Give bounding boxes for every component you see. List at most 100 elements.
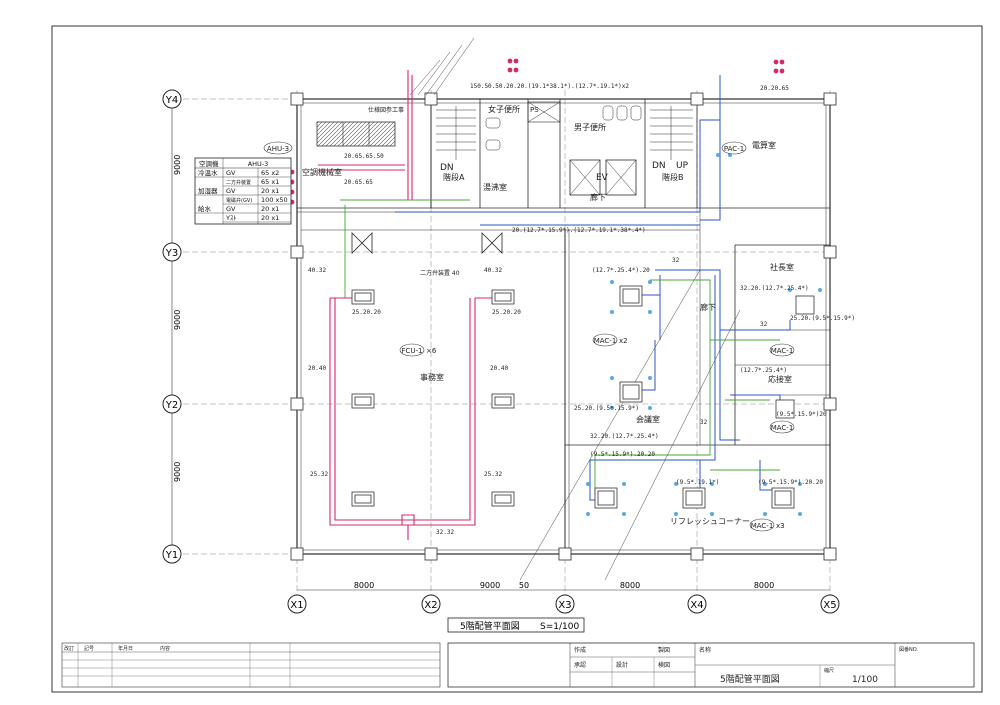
room-refresh: リフレッシュコーナー	[670, 517, 750, 526]
room-womens-wc: 女子便所	[488, 104, 520, 114]
title-block-sakusei: 作成	[574, 646, 586, 654]
pipe-label-ref-b: (9.5*.19.1*)	[676, 479, 719, 486]
fcu-units	[351, 285, 815, 509]
pipe-label-fcu-r1: 25.20.20	[492, 309, 521, 316]
stair-b-up: UP	[676, 161, 689, 171]
equipment-schedule: 空調機 AHU-3 冷温水 GV 65 x2 二方弁装置 65 x1 加湿器 G…	[194, 157, 292, 225]
schedule-header-label: 空調機	[199, 159, 219, 168]
pipe-label-ref-c: (9.5*.15.9*).20.20	[758, 479, 823, 486]
room-mech-room: 空調機械室	[302, 167, 342, 177]
room-reception: 応接室	[768, 374, 792, 384]
schedule-r6-c2: Yｽﾄ	[225, 214, 236, 222]
tag-mac-a: MAC-1	[771, 347, 794, 355]
pipe-label-r-low: 25.32	[484, 471, 502, 478]
schedule-r5-c2: GV	[226, 205, 236, 213]
grid-col-labels: X1 X2 X3 X4 X5 8000 9000 50 8000 8000	[287, 581, 840, 614]
pipe-label-recep: (12.7*.25.4*)	[740, 367, 787, 374]
schedule-r2-c3: 65 x1	[261, 178, 279, 186]
diffusers	[351, 232, 503, 254]
revision-label: 改訂	[64, 645, 74, 652]
room-corridor-2: 廊下	[700, 302, 716, 312]
grid-bubble-y2: Y2	[162, 394, 182, 414]
row-dim-1: 9000	[173, 155, 182, 175]
room-elec: 電算室	[752, 140, 776, 150]
schedule-r1-c3: 65 x2	[261, 169, 279, 177]
revision-col-date: 年月日	[118, 645, 133, 652]
equipment-tags: AHU-3 PAC-1 FCU-1 ×6 MAC-1 x2 MAC-1 MAC-…	[263, 141, 795, 532]
title-block: 作成 承認 設計 検図 製図 名称 縮尺 図番NO. 5階配管平面図 1/100	[447, 642, 975, 688]
grid-bubble-x1: X1	[287, 594, 307, 614]
drawing-name: 5階配管平面図	[720, 673, 780, 685]
grid-label-x5: X5	[823, 600, 836, 611]
grid-bubble-y1: Y1	[162, 544, 182, 564]
duct-work-note: 仕様図参工事	[368, 106, 404, 114]
pipe-label-bottom: 32.32	[436, 529, 454, 536]
schedule-r3-c2: GV	[226, 187, 236, 195]
plan-title-scale: S=1/100	[540, 622, 579, 632]
room-stair-b: 階段B	[662, 172, 684, 182]
schedule-r5-c1: 給水	[198, 204, 212, 213]
room-corridor-1: 廊下	[590, 192, 606, 202]
tag-mac-refresh-qty: x3	[776, 522, 785, 530]
pipe-label-mech-b: 20.65.65	[344, 179, 373, 186]
title-block-seizu: 製図	[658, 646, 670, 654]
grid-bubble-x5: X5	[820, 594, 840, 614]
pipe-label-fcu-l1: 25.20.20	[352, 309, 381, 316]
pipe-label-pres-32: 32	[760, 321, 768, 328]
ahu-unit	[316, 121, 396, 147]
grid-bubble-x3: X3	[555, 594, 575, 614]
pipe-label-office-right-top: 40.32	[484, 267, 502, 274]
tag-mac-main-qty: x2	[619, 337, 628, 345]
pipe-label-top-main: 150.50.50.20.20.(19.1*38.1*).(12.7*.19.1…	[470, 83, 629, 90]
grid-label-y4: Y4	[165, 95, 178, 106]
tag-fcu: FCU-1	[401, 347, 422, 355]
row-dim-2: 9000	[173, 310, 182, 330]
pipe-label-pres-a: 32.20.(12.7*.25.4*)	[740, 285, 809, 292]
pipe-label-ref-a: (9.5*.15.9*).20.20	[590, 451, 655, 458]
plan-title: 5階配管平面図 S=1/100	[447, 617, 585, 633]
leader-lines	[409, 37, 741, 581]
schedule-r1-c2: GV	[226, 169, 236, 177]
grid-bubble-y4: Y4	[162, 89, 182, 109]
grid-bubble-x4: X4	[687, 594, 707, 614]
grid-label-y2: Y2	[165, 400, 178, 411]
room-labels: 空調機械室 事務室 女子便所 男子便所 階段A 階段B DN DN UP EV …	[302, 104, 794, 526]
title-block-kenzu: 検図	[658, 661, 670, 669]
pipe-label-meet: 25.20.(9.5*.15.9*)	[574, 405, 639, 412]
grid-label-x4: X4	[690, 600, 703, 611]
dim-x1-x2: 8000	[354, 581, 374, 590]
pipe-label-top-right: 20.20.65	[760, 85, 789, 92]
pipe-label-lower-32: 32	[700, 419, 708, 426]
dim-x2-x3-offset: 50	[519, 581, 529, 590]
schedule-r1-c1: 冷温水	[198, 168, 218, 177]
revision-col-content: 内容	[160, 645, 170, 652]
room-hot-water: 湯沸室	[483, 182, 507, 192]
room-president: 社長室	[770, 262, 794, 272]
room-ps: PS	[530, 106, 539, 114]
tag-mac-refresh: MAC-1	[751, 522, 774, 530]
pipe-label-pres-b: 25.20.(9.5*.15.9*)	[790, 315, 855, 322]
sheet-border	[51, 25, 983, 693]
grid-bubble-x2: X2	[421, 594, 441, 614]
title-block-sekkei: 設計	[616, 661, 628, 669]
drawing-scale: 1/100	[852, 675, 878, 685]
revision-col-mark: 記号	[84, 645, 94, 652]
drain-piping	[340, 199, 780, 495]
grid-label-x3: X3	[558, 600, 571, 611]
pipe-label-mech-a: 20.65.65.50	[344, 153, 384, 160]
grid-row-labels: Y4 Y3 Y2 Y1 9000 9000 9000	[162, 89, 182, 564]
grid-label-y1: Y1	[165, 550, 178, 561]
title-block-scale-label: 縮尺	[824, 667, 834, 674]
schedule-r6-c3: 20 x1	[261, 214, 279, 222]
pipe-label-corridor: 20.(12.7*.15.9*).(12.7*.19.1*.38*.4*)	[512, 227, 646, 234]
schedule-r2-c2: 二方弁装置	[226, 179, 251, 186]
schedule-r4-c3: 100 x50	[261, 196, 288, 204]
pipe-label-office-left-top: 40.32	[308, 267, 326, 274]
pipe-label-lower-main: 32.20.(12.7*.25.4*)	[590, 433, 659, 440]
elevator-label: EV	[596, 173, 609, 183]
pipe-label-center-top: (12.7*.25.4*).20	[592, 267, 650, 274]
pipe-label-l-low: 25.32	[310, 471, 328, 478]
grid-label-y3: Y3	[165, 248, 178, 259]
tag-mac-main: MAC-1	[594, 337, 617, 345]
